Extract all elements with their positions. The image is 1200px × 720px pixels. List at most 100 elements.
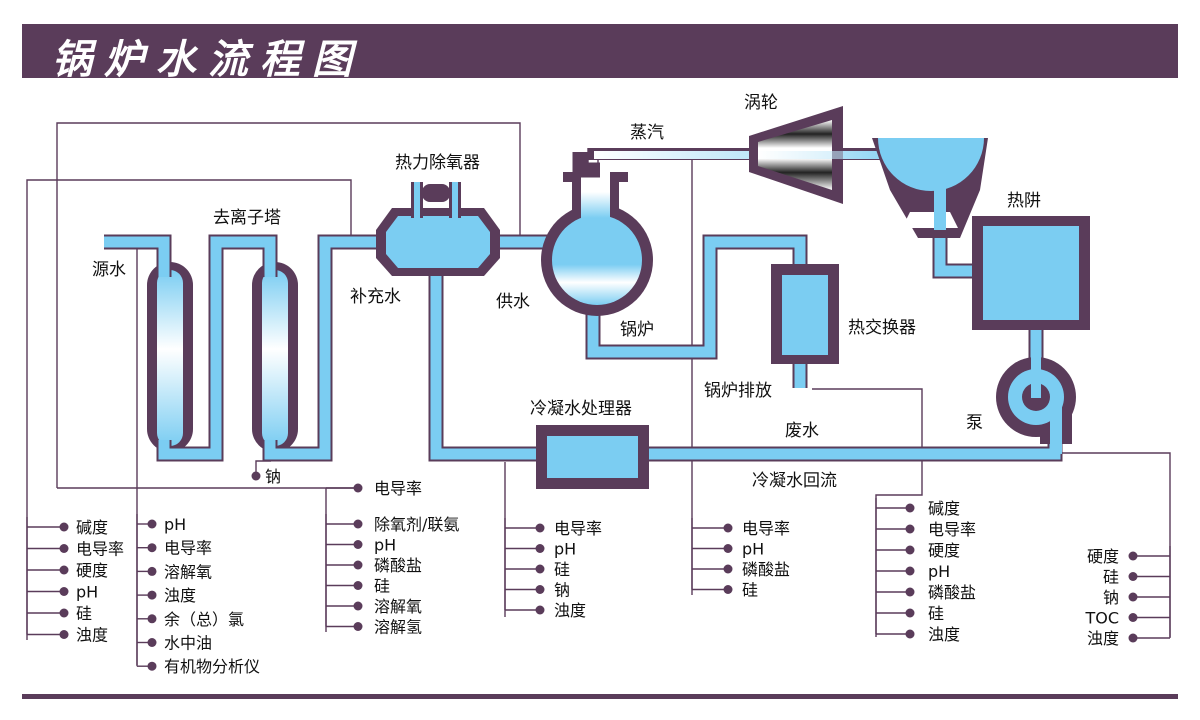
monitor-dot xyxy=(905,503,915,513)
bottom-divider xyxy=(22,694,1178,699)
condenser xyxy=(872,138,988,238)
monitor-dot xyxy=(147,566,157,576)
label-deionizer: 去离子塔 xyxy=(213,208,281,228)
monitor-label: 钠 xyxy=(1103,588,1119,607)
monitor-label: 硅 xyxy=(374,577,390,596)
page-title: 锅炉水流程图 xyxy=(52,37,364,83)
monitor-dot xyxy=(59,630,69,639)
monitor-dot xyxy=(147,590,157,600)
monitor-dot xyxy=(905,608,915,618)
monitor-label: pH xyxy=(374,536,396,555)
monitor-dot xyxy=(905,545,915,555)
monitor-label: 硬度 xyxy=(928,541,960,560)
monitor-label: 电导率 xyxy=(928,520,976,539)
monitor-dot xyxy=(147,661,157,671)
monitor-label: 溶解氧 xyxy=(374,597,422,616)
monitor-label: 电导率 xyxy=(76,540,124,559)
monitor-dot xyxy=(353,519,363,529)
monitor-label: 浊度 xyxy=(76,626,108,645)
monitor-dot xyxy=(353,601,363,611)
monitor-dot xyxy=(1128,592,1138,602)
monitor-label: TOC xyxy=(1084,609,1119,628)
monitor-dot xyxy=(535,564,545,574)
monitor-dot xyxy=(147,543,157,553)
label-boiler: 锅炉 xyxy=(620,320,654,340)
component-labels: 源水 去离子塔 补充水 热力除氧器 供水 锅炉 蒸汽 涡轮 热阱 热交换器 锅炉… xyxy=(92,93,1041,491)
boiler-drum xyxy=(541,172,653,316)
monitor-dot xyxy=(1128,633,1138,643)
monitor-dot xyxy=(535,585,545,594)
heat-exchanger xyxy=(771,264,839,364)
monitor-label: 电导率 xyxy=(164,539,212,558)
label-source-water: 源水 xyxy=(92,260,126,280)
pump xyxy=(996,330,1076,454)
monitor-point-sodium: 钠 xyxy=(251,467,281,486)
monitor-label: 溶解氧 xyxy=(164,562,212,581)
monitor-point-conductivity: 电导率 xyxy=(326,479,422,498)
monitor-dot xyxy=(59,608,69,618)
monitor-label: 有机物分析仪 xyxy=(164,657,260,676)
label-feed-water: 供水 xyxy=(496,292,530,312)
monitor-label: 碱度 xyxy=(928,499,960,518)
monitor-label: 钠 xyxy=(265,467,281,486)
monitor-label: 硅 xyxy=(76,604,92,623)
monitor-label: 浊度 xyxy=(1087,629,1119,648)
monitor-label: 磷酸盐 xyxy=(928,583,976,602)
monitor-label: 浊度 xyxy=(164,586,196,605)
monitor-label: pH xyxy=(928,562,950,581)
label-heat-exchanger: 热交换器 xyxy=(848,318,916,338)
monitor-dot xyxy=(905,629,915,639)
monitor-dot xyxy=(147,638,157,647)
monitor-dot xyxy=(59,587,69,596)
monitor-label: 硅 xyxy=(1103,568,1119,587)
monitor-dot xyxy=(353,540,363,549)
monitor-dot xyxy=(147,614,157,624)
monitor-label: 碱度 xyxy=(76,518,108,537)
label-makeup-water: 补充水 xyxy=(350,287,401,307)
hotwell-tank xyxy=(972,216,1090,330)
monitor-label: 浊度 xyxy=(554,601,586,620)
monitor-label: pH xyxy=(742,540,764,559)
label-waste-water: 废水 xyxy=(785,421,819,441)
monitor-dot xyxy=(1128,551,1138,561)
monitor-dot xyxy=(535,544,545,553)
monitor-label: pH xyxy=(76,583,98,602)
monitor-dot xyxy=(147,519,157,529)
monitor-dot xyxy=(59,522,69,532)
monitor-dot xyxy=(353,581,363,590)
monitor-dot xyxy=(59,544,69,553)
monitor-label: 硅 xyxy=(554,560,570,579)
deaerator xyxy=(376,182,500,276)
monitor-label: 硬度 xyxy=(76,561,108,580)
monitor-label: 电导率 xyxy=(554,519,602,538)
label-hotwell: 热阱 xyxy=(1007,191,1041,211)
monitor-dot xyxy=(251,471,261,481)
monitor-label: 钠 xyxy=(554,581,570,600)
monitor-dot xyxy=(59,565,69,575)
label-condensate-polisher: 冷凝水处理器 xyxy=(530,399,632,419)
monitor-label: 电导率 xyxy=(742,519,790,538)
monitor-dot xyxy=(1128,572,1138,581)
label-steam: 蒸汽 xyxy=(630,123,664,143)
monitor-label: 电导率 xyxy=(374,479,422,498)
monitor-dot xyxy=(1128,613,1138,622)
monitor-label: pH xyxy=(554,540,576,559)
deionizer-tower-1 xyxy=(147,262,193,452)
monitor-label: 硅 xyxy=(928,604,944,623)
label-condensate-return: 冷凝水回流 xyxy=(752,471,837,491)
monitor-label: 硬度 xyxy=(1087,547,1119,566)
monitor-label: 除氧剂/联氨 xyxy=(374,515,459,534)
monitor-label: 余（总）氯 xyxy=(164,610,244,629)
monitor-label: 磷酸盐 xyxy=(374,556,422,575)
monitor-dot xyxy=(905,566,915,576)
monitor-label: 浊度 xyxy=(928,625,960,644)
monitor-dot xyxy=(905,587,915,597)
monitor-dot xyxy=(535,605,545,615)
label-turbine: 涡轮 xyxy=(744,93,778,113)
